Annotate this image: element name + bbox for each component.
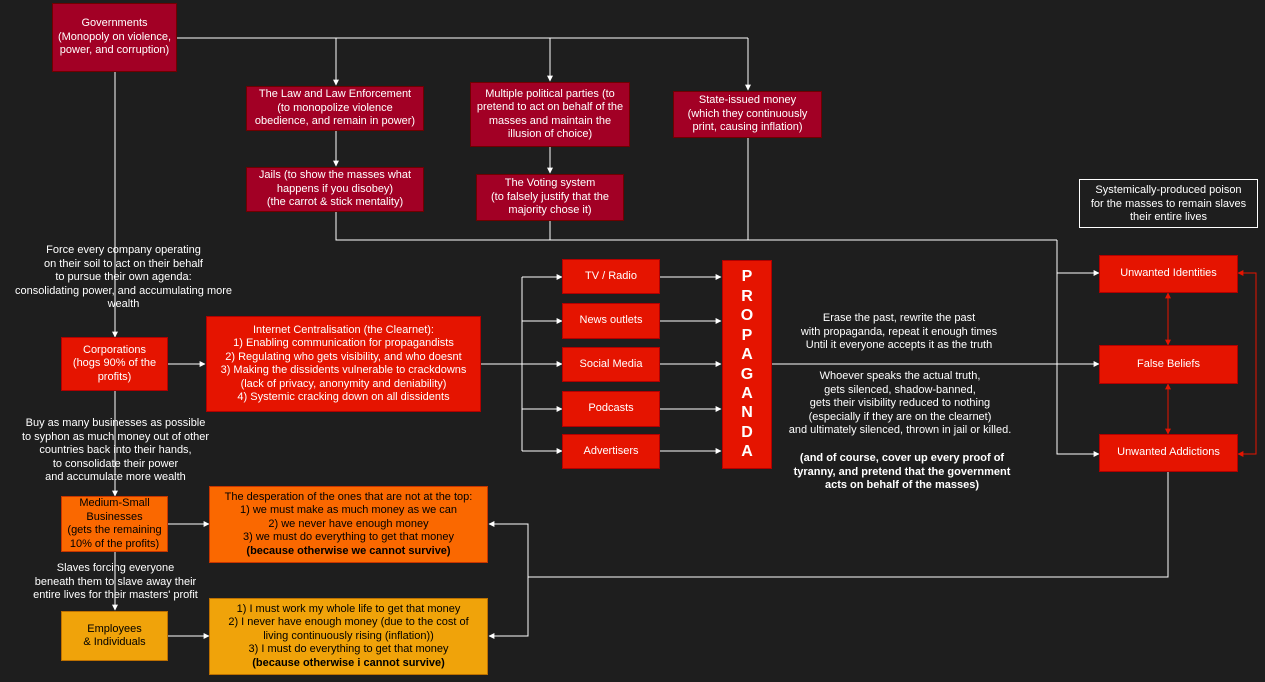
money-line: print, causing inflation) — [692, 121, 803, 134]
voting-title: The Voting system — [504, 177, 596, 190]
advertisers-node[interactable]: Advertisers — [562, 434, 660, 469]
corporations-node[interactable]: Corporations (hogs 90% of the profits) — [61, 337, 168, 391]
cover-label: (and of course, cover up every proof of … — [793, 452, 1011, 491]
slaves-label: Slaves forcing everyone beneath them to … — [33, 562, 198, 601]
corporations-line: (hogs 90% of the — [72, 357, 157, 370]
edge-bus-identities — [1056, 240, 1100, 276]
internet-line: 2) Regulating who gets visibility, and w… — [225, 350, 462, 363]
medium-line: (gets the remaining — [67, 524, 162, 536]
podcasts-label: Podcasts — [588, 402, 634, 415]
corporations-title: Corporations — [83, 343, 146, 356]
unwanted-addictions-label: Unwanted Addictions — [1117, 446, 1220, 459]
whoever-label: Whoever speaks the actual truth, gets si… — [788, 370, 1012, 436]
parties-node[interactable]: Multiple political parties (to pretend t… — [470, 82, 630, 147]
employees-individuals-node[interactable]: Employees & Individuals — [61, 611, 168, 661]
jails-line: (the carrot & stick mentality) — [266, 196, 404, 209]
law-line: (to monopolize violence — [277, 101, 393, 114]
jails-line: happens if you disobey) — [276, 182, 394, 195]
desperation-line: 1) I must work my whole life to get that… — [236, 602, 461, 615]
internet-centralisation-node[interactable]: Internet Centralisation (the Clearnet): … — [206, 316, 481, 412]
medium-small-businesses-node[interactable]: Medium-Small Businesses (gets the remain… — [61, 496, 168, 552]
news-outlets-label: News outlets — [579, 314, 643, 327]
edge-identities-addictions-loop — [1237, 270, 1257, 457]
money-title: State-issued money — [698, 94, 797, 107]
internet-title: Internet Centralisation (the Clearnet): — [253, 323, 434, 336]
desperation-line: 2) I never have enough money (due to the… — [228, 616, 469, 629]
desperation-top-node[interactable]: The desperation of the ones that are not… — [209, 486, 488, 563]
edge-bus-addictions — [1056, 273, 1100, 457]
unwanted-identities-label: Unwanted Identities — [1120, 267, 1217, 280]
propaganda-node[interactable]: P R O P A G A N D A — [722, 260, 772, 469]
voting-line: majority chose it) — [508, 204, 592, 217]
buy-label: Buy as many businesses as possible to sy… — [21, 417, 210, 483]
voting-line: (to falsely justify that the — [491, 190, 609, 203]
podcasts-node[interactable]: Podcasts — [562, 391, 660, 427]
propaganda-letter: G — [740, 365, 754, 383]
desperation-line: 1) we must make as much money as we can — [239, 504, 458, 517]
desperation-line: 2) we never have enough money — [268, 517, 429, 530]
voting-node[interactable]: The Voting system (to falsely justify th… — [476, 174, 624, 221]
social-media-label: Social Media — [579, 357, 643, 370]
internet-line: 1) Enabling communication for propagandi… — [233, 337, 454, 349]
propaganda-letter: D — [741, 423, 753, 441]
jails-node[interactable]: Jails (to show the masses what happens i… — [246, 167, 424, 212]
parties-line: masses and maintain the — [488, 114, 612, 127]
tv-radio-node[interactable]: TV / Radio — [562, 259, 660, 294]
corporations-line: profits) — [97, 370, 132, 383]
edge-feedback-top — [488, 521, 529, 577]
desperation-line: The desperation of the ones that are not… — [224, 490, 473, 503]
governments-line: (Monopoly on violence, — [57, 30, 172, 43]
advertisers-label: Advertisers — [583, 444, 639, 457]
propaganda-letter: A — [741, 384, 753, 402]
desperation-bold-line: (because otherwise i cannot survive) — [252, 656, 445, 669]
money-line: (which they continuously — [687, 107, 808, 120]
law-line: obedience, and remain in power) — [254, 115, 416, 128]
desperation-line: living continuously rising (inflation)) — [263, 629, 434, 642]
medium-line: Medium-Small — [79, 497, 150, 509]
propaganda-letter: P — [741, 268, 753, 286]
news-outlets-node[interactable]: News outlets — [562, 303, 660, 339]
employees-line: Employees — [87, 622, 142, 635]
tv-radio-label: TV / Radio — [585, 269, 637, 282]
unwanted-addictions-node[interactable]: Unwanted Addictions — [1099, 434, 1238, 472]
edge-jails-bus — [335, 212, 1057, 241]
internet-line: 4) Systemic cracking down on all disside… — [237, 391, 450, 403]
governments-line: power, and corruption) — [59, 44, 170, 57]
internet-line: 3) Making the dissidents vulnerable to c… — [220, 364, 467, 376]
internet-line: (lack of privacy, anonymity and deniabil… — [240, 377, 447, 390]
law-title: The Law and Law Enforcement — [258, 88, 412, 101]
false-beliefs-label: False Beliefs — [1137, 357, 1200, 370]
edge-addictions-feedback — [528, 472, 1169, 578]
parties-line: illusion of choice) — [507, 128, 593, 140]
force-label: Force every company operating on their s… — [14, 244, 233, 310]
parties-line: Multiple political parties (to — [485, 87, 615, 100]
propaganda-letter: O — [740, 307, 754, 325]
erase-label: Erase the past, rewrite the past with pr… — [800, 312, 998, 351]
money-node[interactable]: State-issued money (which they continuou… — [673, 91, 822, 138]
propaganda-letter: N — [741, 404, 753, 422]
jails-line: Jails (to show the masses what — [258, 169, 412, 182]
poison-label: Systemically-produced poison for the mas… — [1079, 179, 1258, 228]
desperation-bottom-node[interactable]: 1) I must work my whole life to get that… — [209, 598, 488, 675]
edge-feedback-bottom — [488, 577, 529, 639]
parties-line: pretend to act on behalf of the — [476, 101, 624, 113]
law-node[interactable]: The Law and Law Enforcement (to monopoli… — [246, 86, 424, 131]
medium-line: Businesses — [86, 510, 143, 523]
desperation-line: 3) we must do everything to get that mon… — [243, 531, 454, 544]
medium-line: 10% of the profits) — [69, 537, 160, 550]
governments-title: Governments — [81, 17, 148, 30]
propaganda-letter: R — [741, 287, 753, 305]
social-media-node[interactable]: Social Media — [562, 347, 660, 382]
false-beliefs-node[interactable]: False Beliefs — [1099, 345, 1238, 384]
propaganda-letter: A — [741, 443, 753, 461]
employees-line: & Individuals — [83, 636, 146, 648]
propaganda-letter: A — [741, 346, 753, 364]
governments-node[interactable]: Governments (Monopoly on violence, power… — [52, 3, 177, 72]
propaganda-letter: P — [741, 326, 753, 344]
desperation-line: 3) I must do everything to get that mone… — [248, 643, 449, 656]
unwanted-identities-node[interactable]: Unwanted Identities — [1099, 255, 1238, 293]
desperation-bold-line: (because otherwise we cannot survive) — [246, 544, 451, 557]
